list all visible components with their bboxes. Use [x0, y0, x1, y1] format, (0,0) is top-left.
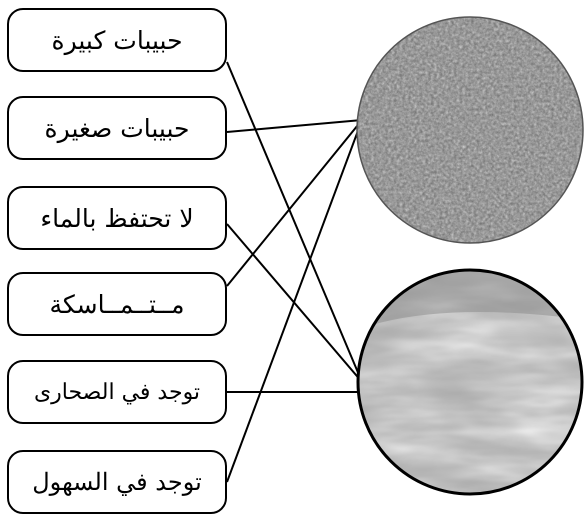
label-found-in-deserts: توجد في الصحارى: [7, 360, 227, 424]
label-large-grains: حبيبات كبيرة: [7, 8, 227, 72]
connection-line-1: [226, 119, 363, 133]
label-does-not-retain-water: لا تحتفظ بالماء: [7, 186, 227, 250]
label-small-grains: حبيبات صغيرة: [7, 96, 227, 160]
connection-line-5: [226, 119, 363, 483]
sand-soil-image: [356, 268, 584, 496]
connection-line-0: [226, 61, 363, 383]
connection-lines: [226, 61, 363, 483]
label-cohesive: مــتــمــاسكة: [7, 272, 227, 336]
connection-line-3: [226, 119, 363, 287]
clay-soil-image: [356, 16, 584, 244]
label-found-in-plains: توجد في السهول: [7, 450, 227, 514]
